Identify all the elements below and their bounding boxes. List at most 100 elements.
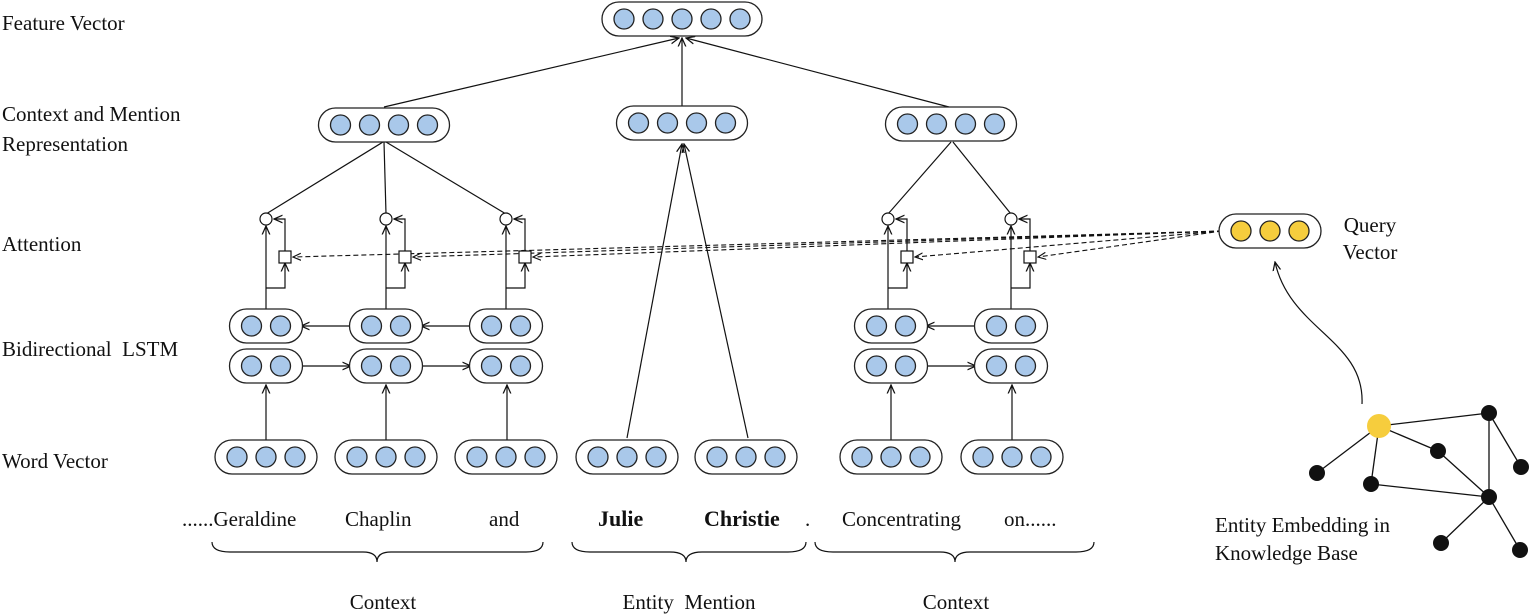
feature-vector-pill-node bbox=[642, 8, 664, 30]
attention-square bbox=[518, 250, 532, 264]
word-vector-pill-node bbox=[404, 446, 426, 468]
lstm-forward-pill bbox=[468, 348, 544, 384]
lstm-forward-pill bbox=[348, 348, 424, 384]
lstm-forward-pill bbox=[228, 348, 304, 384]
label-query-2: Vector bbox=[1343, 240, 1398, 264]
context-rep-left-pill-node bbox=[329, 114, 352, 136]
lstm-backward-pill-node bbox=[509, 315, 532, 337]
mention-rep-pill-node bbox=[656, 112, 679, 134]
brace-context-right bbox=[814, 541, 1095, 563]
context-rep-right-pill-node bbox=[896, 113, 919, 135]
word-vector-pill bbox=[454, 439, 558, 475]
kb-entity-node bbox=[1512, 542, 1528, 558]
context-rep-left-pill-node bbox=[387, 114, 410, 136]
lstm-forward-pill-node bbox=[389, 355, 412, 377]
word-vector-pill-node bbox=[880, 446, 902, 468]
lstm-forward-pill-node bbox=[269, 355, 292, 377]
lstm-forward-pill-node bbox=[360, 355, 383, 377]
attention-square bbox=[1023, 250, 1037, 264]
lstm-forward-pill-node bbox=[240, 355, 263, 377]
kb-entity-node bbox=[1363, 476, 1379, 492]
word-julie: Julie bbox=[598, 506, 643, 531]
lstm-backward-pill-node bbox=[240, 315, 263, 337]
context-rep-left-pill-node bbox=[416, 114, 439, 136]
feature-vector-pill-node bbox=[613, 8, 635, 30]
query-vector-pill bbox=[1218, 213, 1322, 249]
lstm-backward-pill-node bbox=[894, 315, 917, 337]
word-vector-pill-node bbox=[255, 446, 277, 468]
mention-rep-pill-node bbox=[685, 112, 708, 134]
attention-square bbox=[398, 250, 412, 264]
context-rep-right-pill-node bbox=[983, 113, 1006, 135]
vector-pills bbox=[214, 1, 1322, 475]
word-vector-pill-node bbox=[524, 446, 546, 468]
mention-rep-pill bbox=[615, 105, 749, 141]
query-vector-pill-node bbox=[1259, 220, 1281, 242]
word-vector-pill-node bbox=[735, 446, 757, 468]
label-feature-vector: Feature Vector bbox=[2, 11, 125, 35]
lstm-forward-pill-node bbox=[985, 355, 1008, 377]
attention-circle bbox=[259, 212, 273, 226]
word-on: on...... bbox=[1004, 507, 1057, 531]
lstm-forward-pill-node bbox=[865, 355, 888, 377]
attention-nodes bbox=[259, 212, 1037, 264]
context-rep-right-pill bbox=[884, 106, 1018, 142]
lstm-backward-pill bbox=[468, 308, 544, 344]
label-attention: Attention bbox=[2, 232, 82, 256]
lstm-backward-pill bbox=[973, 308, 1049, 344]
word-vector-pill-node bbox=[972, 446, 994, 468]
context-rep-right-pill-node bbox=[925, 113, 948, 135]
word-vector-pill bbox=[694, 439, 798, 475]
word-vector-pill bbox=[839, 439, 943, 475]
label-context-mention-2: Representation bbox=[2, 132, 128, 156]
lstm-backward-pill-node bbox=[985, 315, 1008, 337]
word-vector-pill-node bbox=[1001, 446, 1023, 468]
context-rep-right-pill-node bbox=[954, 113, 977, 135]
word-concentrating: Concentrating bbox=[842, 507, 961, 531]
feature-vector-pill bbox=[601, 1, 763, 37]
lstm-forward-pill bbox=[973, 348, 1049, 384]
word-vector-pill-node bbox=[645, 446, 667, 468]
lstm-backward-pill-node bbox=[1014, 315, 1037, 337]
word-geraldine: ......Geraldine bbox=[182, 507, 296, 531]
feature-vector-pill-node bbox=[729, 8, 751, 30]
group-context-left: Context bbox=[350, 590, 417, 614]
feature-vector-pill-node bbox=[700, 8, 722, 30]
label-query-1: Query bbox=[1344, 213, 1397, 237]
context-rep-left-pill-node bbox=[358, 114, 381, 136]
word-vector-pill-node bbox=[1030, 446, 1052, 468]
query-attention-dashes bbox=[293, 230, 1223, 257]
connection-lines bbox=[266, 38, 1363, 440]
mention-rep-pill-node bbox=[714, 112, 737, 134]
attention-circle bbox=[881, 212, 895, 226]
kb-entity-node bbox=[1481, 489, 1497, 505]
word-period: . bbox=[805, 507, 810, 531]
mention-rep-pill-node bbox=[627, 112, 650, 134]
lstm-backward-pill-node bbox=[360, 315, 383, 337]
brace-context-left bbox=[211, 541, 544, 563]
word-christie: Christie bbox=[704, 506, 780, 531]
lstm-backward-pill-node bbox=[389, 315, 412, 337]
context-rep-left-pill bbox=[317, 107, 451, 143]
brace-entity-mention bbox=[571, 541, 807, 563]
word-vector-pill-node bbox=[764, 446, 786, 468]
kb-entity-node bbox=[1433, 535, 1449, 551]
word-and: and bbox=[489, 507, 520, 531]
word-vector-pill-node bbox=[375, 446, 397, 468]
lstm-forward-pill-node bbox=[509, 355, 532, 377]
word-vector-pill bbox=[214, 439, 318, 475]
word-vector-pill bbox=[575, 439, 679, 475]
attention-square bbox=[278, 250, 292, 264]
label-context-mention-1: Context and Mention bbox=[2, 102, 181, 126]
group-context-right: Context bbox=[923, 590, 990, 614]
word-vector-pill-node bbox=[909, 446, 931, 468]
word-vector-pill-node bbox=[226, 446, 248, 468]
word-chaplin: Chaplin bbox=[345, 507, 412, 531]
lstm-backward-pill-node bbox=[865, 315, 888, 337]
attention-square bbox=[900, 250, 914, 264]
word-vector-pill bbox=[960, 439, 1064, 475]
lstm-backward-pill-node bbox=[480, 315, 503, 337]
attention-circle bbox=[379, 212, 393, 226]
word-vector-pill-node bbox=[587, 446, 609, 468]
